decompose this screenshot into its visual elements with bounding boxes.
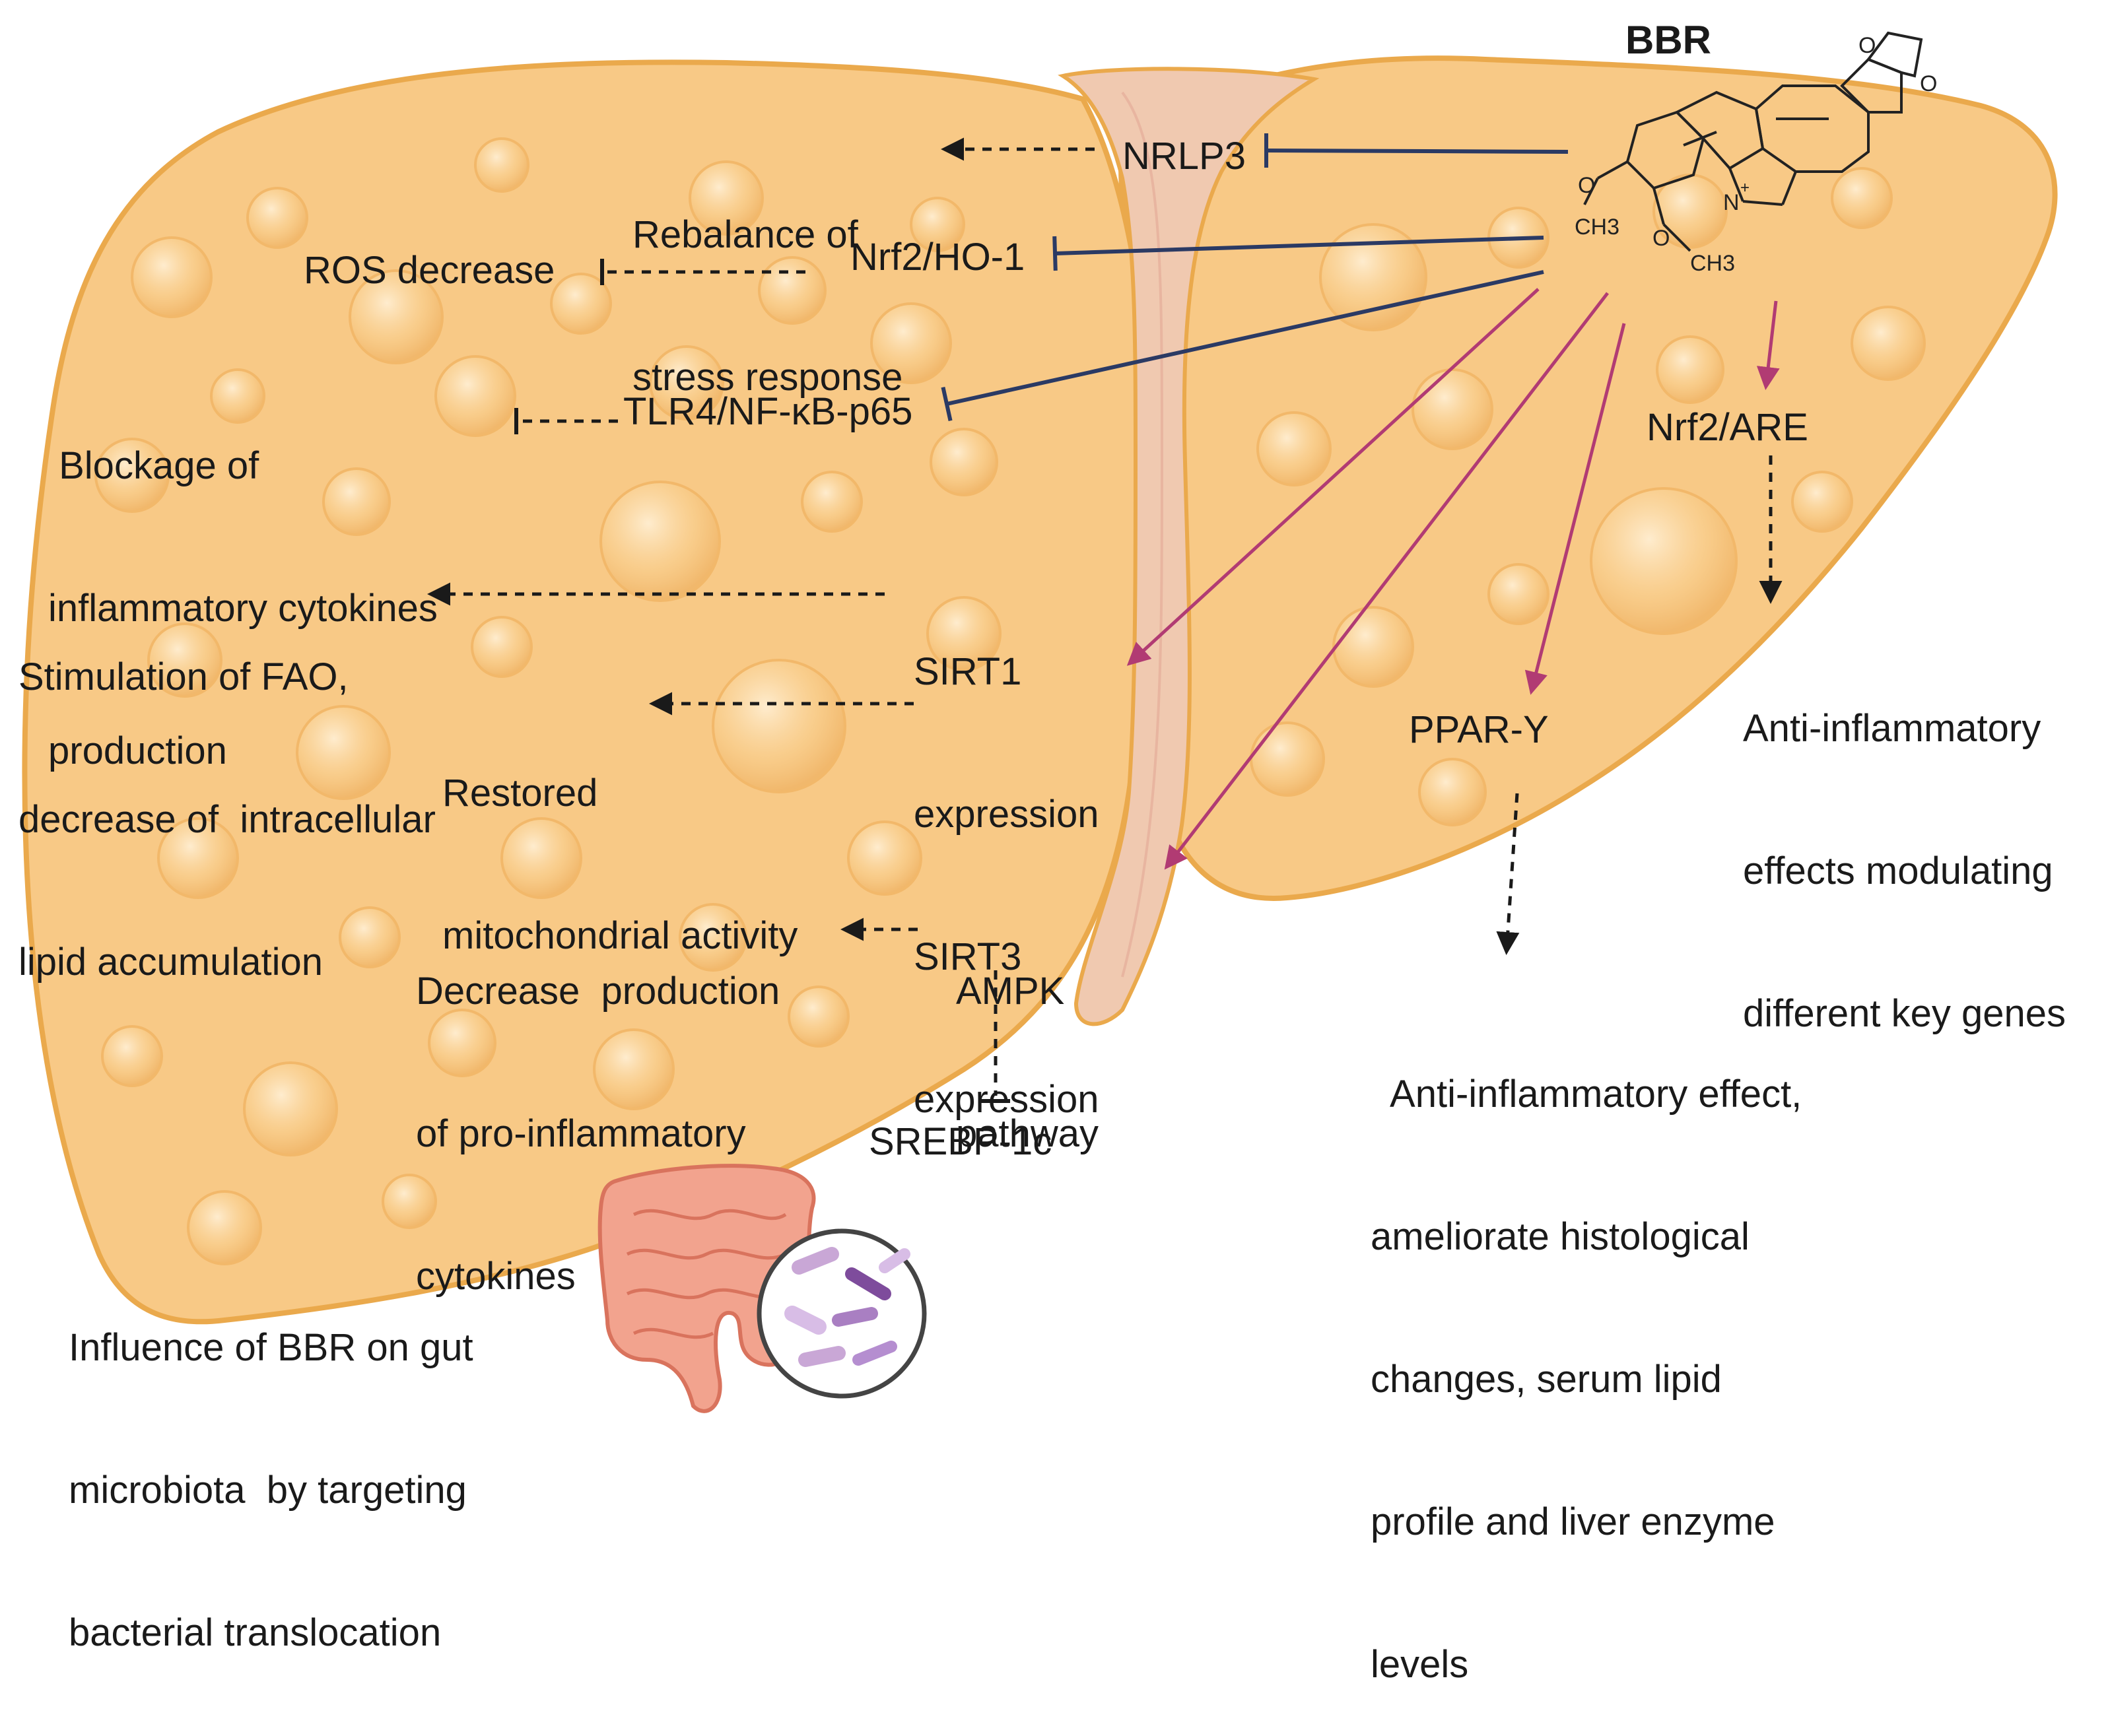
effect-key-genes-line-1: Anti-inflammatory	[1743, 707, 2041, 750]
effect-gut-microbiota: Influence of BBR on gut microbiota by ta…	[69, 1229, 473, 1704]
activate-sirt-arrow	[1126, 288, 1540, 666]
effect-cytokine-block-line-2: inflammatory cytokines	[48, 587, 438, 630]
target-nrf2-are: Nrf2/ARE	[1647, 406, 1808, 449]
effect-cytokine-block: Blockage of inflammatory cytokines produ…	[48, 347, 438, 822]
effect-anti-inflammatory: Anti-inflammatory effect, ameliorate his…	[1371, 976, 1802, 1736]
liver-illustration	[22, 55, 2058, 1325]
inhibit-nrf2-ho1-bar	[1052, 236, 1058, 271]
target-sirt1: SIRT1	[914, 650, 1022, 693]
ppar-effect-arrow	[1496, 793, 1520, 955]
target-ampk-line-1: AMPK	[956, 970, 1065, 1013]
effect-key-genes-line-2: effects modulating	[1743, 850, 2053, 892]
effect-gut-line-2: microbiota by targeting	[69, 1469, 467, 1512]
effect-anti-inflammatory-line-2: ameliorate histological	[1371, 1215, 1750, 1258]
target-ampk: AMPK pathway	[956, 873, 1099, 1205]
target-ampk-line-2: pathway	[956, 1112, 1099, 1155]
effect-fao-line-3: lipid accumulation	[18, 941, 323, 984]
effect-key-genes: Anti-inflammatory effects modulating dif…	[1743, 610, 2066, 1085]
gut-illustration	[597, 1164, 927, 1413]
target-nrlp3: NRLP3	[1122, 135, 1246, 178]
pathway-connectors	[427, 133, 1783, 1103]
inhibit-tlr4-line	[946, 270, 1544, 406]
effect-cytokine-block-line-1: Blockage of	[48, 444, 259, 487]
effect-cytokine-block-line-3: production	[48, 729, 227, 772]
effect-gut-line-1: Influence of BBR on gut	[69, 1326, 473, 1369]
bbr-title: BBR	[1625, 18, 1711, 62]
effect-anti-inflammatory-line-4: profile and liver enzyme	[1371, 1500, 1775, 1543]
effect-rebalance-line-2: stress response	[632, 356, 903, 399]
effect-mito-line-2: mitochondrial activity	[442, 914, 798, 957]
effect-rebalance-line-1: Rebalance of	[632, 213, 858, 256]
target-nrf2-ho1: Nrf2/HO-1	[850, 236, 1025, 279]
activate-ampk-arrow	[1164, 292, 1609, 870]
effect-fao: Stimulation of FAO, decrease of intracel…	[18, 558, 436, 1034]
liver-ligament	[1058, 67, 1320, 1026]
effect-anti-inflammatory-line-5: levels	[1371, 1643, 1469, 1686]
berberine-structure-icon	[1583, 31, 1923, 252]
target-sirt3-expression: expression	[914, 1078, 1099, 1121]
berberine-liver-diagram: O O O O N + CH3 CH3 BBR Rebalance of str…	[18, 18, 2066, 1686]
effect-decrease-production-line-2: of pro-inflammatory	[416, 1112, 746, 1155]
effect-decrease-production: Decrease production of pro-inflammatory …	[416, 873, 780, 1348]
target-ppar: PPAR-Y	[1409, 708, 1549, 751]
intestine-icon	[597, 1164, 816, 1413]
effect-fao-line-2: decrease of intracellular	[18, 798, 436, 841]
effect-fao-line-1: Stimulation of FAO,	[18, 655, 349, 698]
activate-nrf2-are-arrow	[1756, 300, 1780, 390]
effect-decrease-production-line-1: Decrease production	[416, 970, 780, 1013]
target-sirt: SIRT1 expression SIRT3 expression	[914, 553, 1099, 1171]
activate-ppar-arrow	[1524, 323, 1626, 695]
effect-mito: Restored mitochondrial activity	[442, 675, 798, 1007]
inhibit-nrlp3-line	[1266, 149, 1569, 154]
effect-decrease-production-line-3: cytokines	[416, 1255, 576, 1298]
bacteria-icon	[784, 1247, 910, 1367]
effect-key-genes-line-3: different key genes	[1743, 992, 2066, 1035]
diagram-canvas	[22, 31, 2058, 1413]
effect-gut-line-3: bacterial translocation	[69, 1611, 442, 1654]
effect-rebalance: Rebalance of stress response	[632, 116, 902, 449]
target-sirt3: SIRT3	[914, 935, 1022, 978]
effect-ros: ROS decrease	[304, 249, 555, 292]
target-sirt1-expression: expression	[914, 793, 1099, 836]
target-tlr4-nfkb: TLR4/NF-κB-p65	[623, 390, 913, 433]
effect-mito-line-1: Restored	[442, 772, 598, 815]
inhibit-nrf2-ho1-line	[1054, 236, 1544, 255]
effect-anti-inflammatory-line-1: Anti-inflammatory effect,	[1371, 1073, 1802, 1116]
inhibit-tlr4-bar	[941, 386, 953, 422]
target-srebp: SREBP-1c	[869, 1120, 1052, 1163]
effect-anti-inflammatory-line-3: changes, serum lipid	[1371, 1358, 1722, 1401]
lipid-droplets	[94, 137, 1926, 1265]
